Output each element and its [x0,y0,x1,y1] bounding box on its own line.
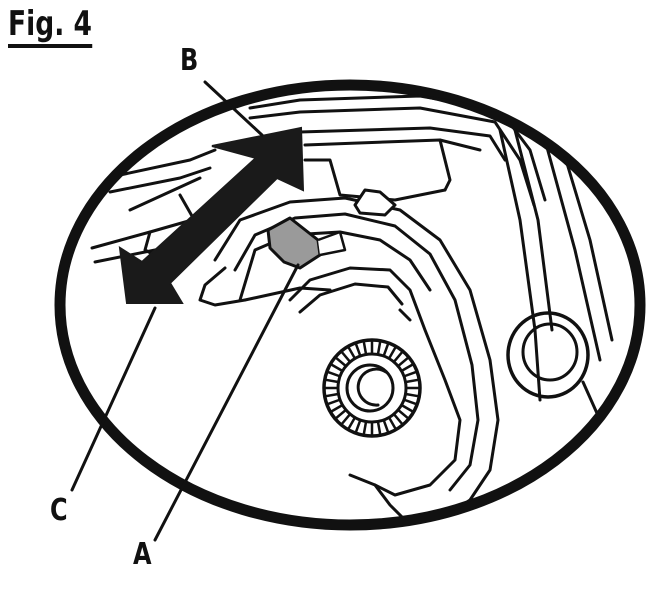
knob-ridge [401,363,414,372]
knob-ridge [382,419,390,434]
knob-ridge [403,398,418,406]
leader-line-b [203,80,264,137]
knob-ridge [388,417,397,430]
knob-ridge [354,342,362,357]
ratchet-knob [322,338,422,438]
knob-ridge [347,346,356,359]
upper-frame [248,94,547,207]
knob-ridge [324,392,339,398]
knob-ridge [393,350,404,363]
leader-line-c [70,306,157,492]
callout-label-c: C [50,493,68,528]
detail-view-border [54,79,646,531]
knob-ridge [376,340,382,355]
knob-ridge [334,409,347,420]
knob-ridge [382,342,390,357]
callout-label-a: A [133,537,152,572]
adjustment-arrow-shape [118,126,305,304]
knob-ridge [397,356,410,367]
housing-tab [353,188,397,217]
knob-ridges [323,339,421,437]
knob-ridge [362,340,368,355]
figure-title: Fig. 4 [8,4,92,48]
knob-ridge [330,404,343,413]
knob-ridge [388,346,397,359]
slider-button [266,216,347,270]
adjustment-arrow [118,126,305,304]
knob-ridge [340,413,351,426]
knob-ridge [397,409,410,420]
knob-ridge [347,417,356,430]
leader-lines [70,80,300,542]
callout-label-b: B [180,43,199,78]
knob-housing [288,266,472,525]
knob-ridge [340,350,351,363]
knob-ridge [354,419,362,434]
knob-ridge [393,413,404,426]
knob-ridge [330,363,343,372]
knob-ridge [403,370,418,378]
knob-ridge [334,356,347,367]
knob-ridge [405,378,420,384]
detail-view [54,79,646,531]
knob-ridge [324,378,339,384]
knob-ridge [401,404,414,413]
knob-ridge [376,421,382,436]
knob-ridge [326,398,341,406]
knob-ridge [326,370,341,378]
knob-ridge [405,392,420,398]
knob-ridge [362,421,368,436]
leader-line-a [153,263,300,542]
